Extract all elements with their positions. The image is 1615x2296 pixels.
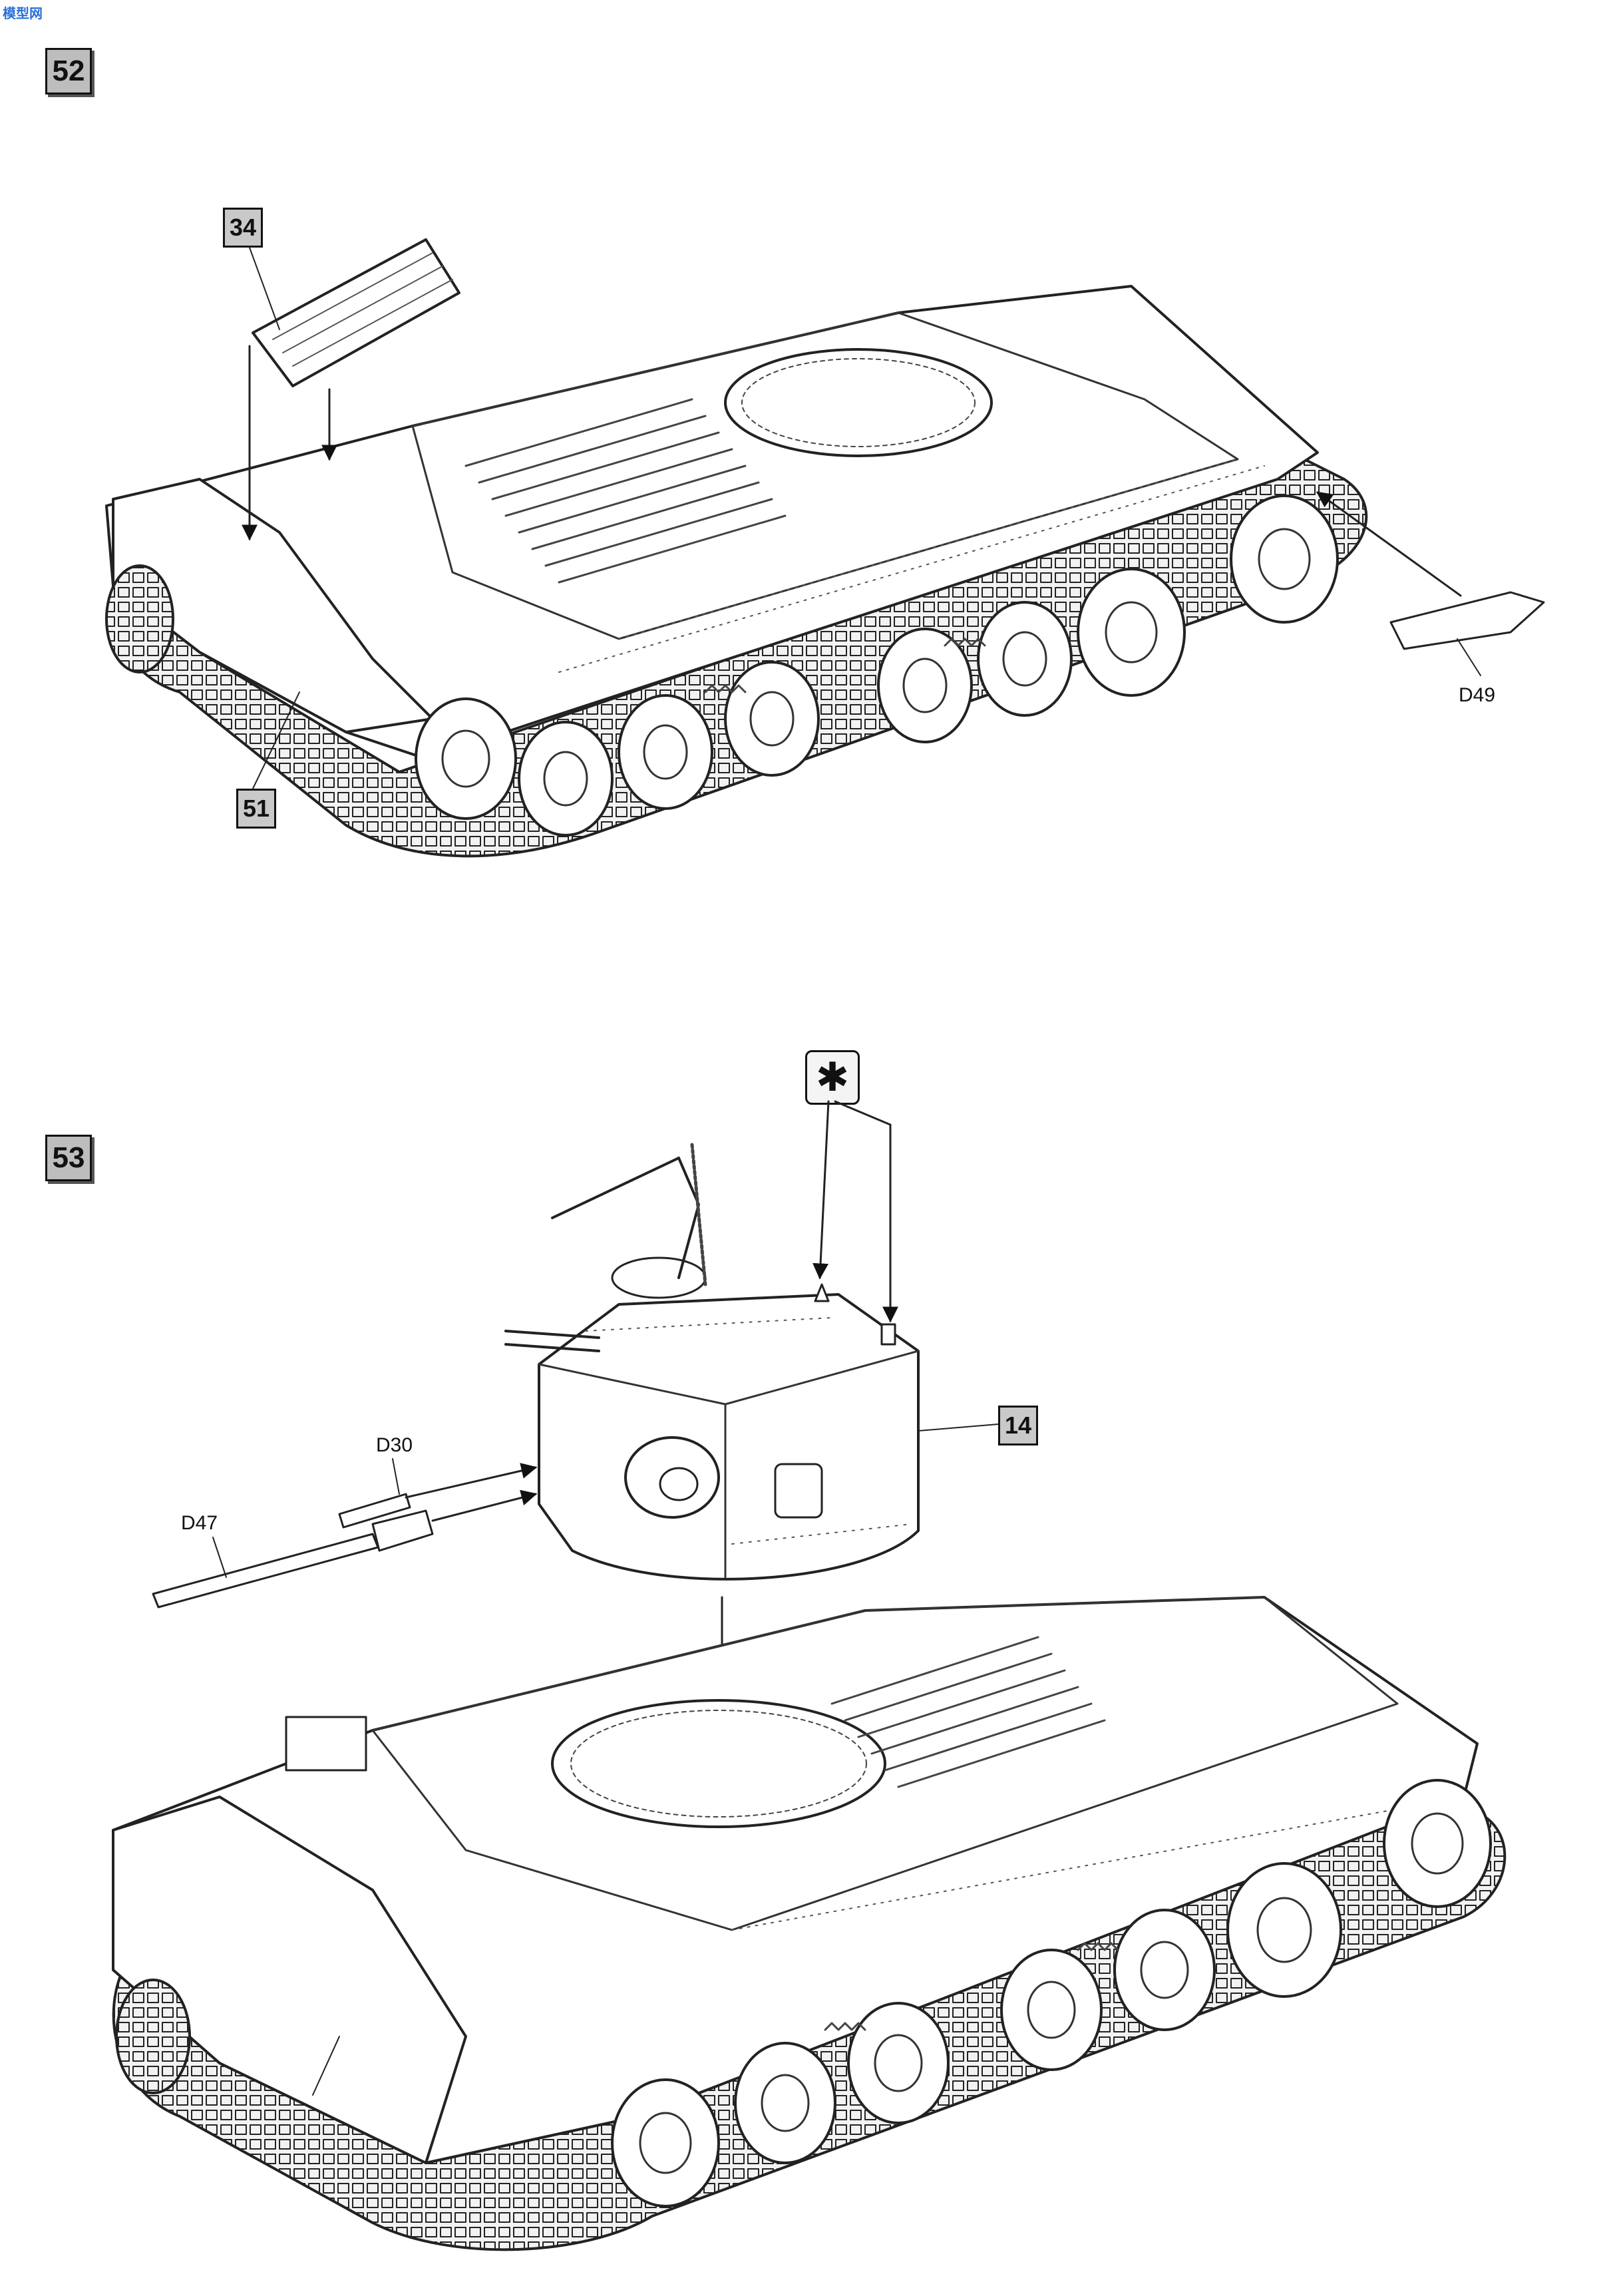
step-53-turret	[504, 1143, 920, 1581]
step-52-ref-51: 51	[236, 789, 276, 829]
part-34-grille	[252, 238, 460, 387]
step-52-number: 52	[45, 48, 92, 95]
step-53-hull-drawing	[112, 1596, 1507, 2251]
step-52-ref-34: 34	[223, 208, 263, 248]
step-53-ref-14: 14	[998, 1406, 1038, 1445]
step-52-hull-drawing	[105, 285, 1368, 858]
step-53-part-d30: D30	[376, 1434, 413, 1456]
part-d49	[1389, 591, 1545, 650]
step-52-part-d49: D49	[1459, 684, 1496, 706]
cement-icon: ✱	[805, 1050, 860, 1105]
part-d47-barrel	[152, 1509, 434, 1609]
watermark-logo: 模型网	[3, 7, 43, 21]
step-53-part-d47: D47	[181, 1512, 218, 1534]
step-53-number: 53	[45, 1135, 92, 1181]
part-d30-mantlet-piece	[338, 1493, 411, 1529]
